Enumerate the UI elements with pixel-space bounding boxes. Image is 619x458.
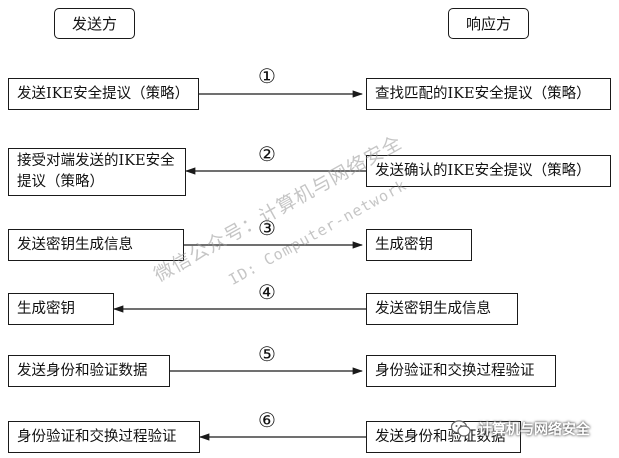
responder-step-3: 生成密钥 xyxy=(366,229,472,261)
responder-step-1: 查找匹配的IKE安全提议（策略） xyxy=(366,78,611,110)
sender-step-4: 生成密钥 xyxy=(8,293,114,325)
logo-text: 计算机与网络安全 xyxy=(478,422,590,438)
sender-step-6: 身份验证和交换过程验证 xyxy=(8,421,200,453)
step-number-3: ③ xyxy=(258,216,276,240)
responder-step-4: 发送密钥生成信息 xyxy=(366,293,518,325)
responder-step-2: 发送确认的IKE安全提议（策略） xyxy=(366,155,611,187)
step-number-4: ④ xyxy=(258,280,276,304)
step-number-5: ⑤ xyxy=(258,342,276,366)
sender-header: 发送方 xyxy=(54,8,135,39)
sender-step-5: 发送身份和验证数据 xyxy=(8,355,170,387)
sender-step-1: 发送IKE安全提议（策略） xyxy=(8,78,199,110)
step-number-2: ② xyxy=(258,142,276,166)
responder-step-5: 身份验证和交换过程验证 xyxy=(366,355,556,387)
step-number-6: ⑥ xyxy=(258,408,276,432)
responder-step-6: 发送身份和验证数据 xyxy=(366,421,521,453)
wechat-icon xyxy=(450,420,471,437)
logo: 计算机与网络安全 xyxy=(450,416,590,442)
sender-step-3: 发送密钥生成信息 xyxy=(8,229,184,261)
responder-header: 响应方 xyxy=(448,8,529,39)
sender-step-2: 接受对端发送的IKE安全提议（策略） xyxy=(8,148,186,196)
step-number-1: ① xyxy=(258,64,276,88)
